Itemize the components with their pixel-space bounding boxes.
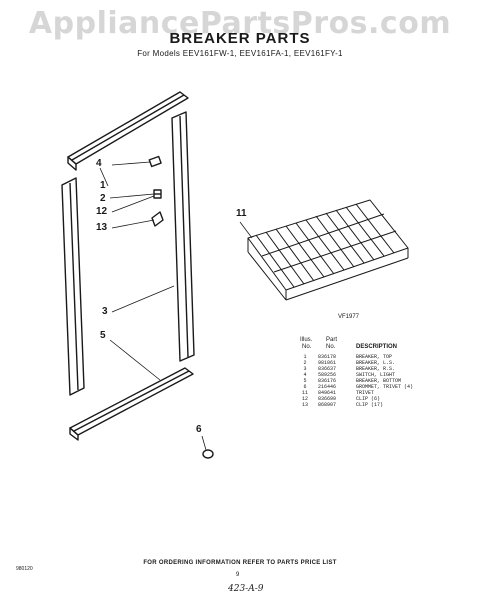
page-title: BREAKER PARTS [169, 30, 311, 47]
handwritten-note: 423-A-9 [228, 584, 264, 594]
callout-13: 13 [96, 222, 108, 233]
callout-12: 12 [96, 206, 108, 217]
leader-lines [99, 161, 253, 451]
document-code: 980120 [16, 566, 33, 572]
header-illus: Illus. [300, 337, 313, 343]
light-switch-part [148, 155, 162, 168]
callout-4: 4 [96, 158, 102, 169]
right-breaker-part [171, 111, 195, 362]
callout-1: 1 [100, 180, 106, 191]
grommet-part [202, 449, 214, 459]
callout-3: 3 [102, 306, 108, 317]
header-part: Part [326, 337, 338, 343]
page-number: 9 [236, 572, 240, 578]
clip-12-part [153, 189, 162, 199]
header-no: No. [302, 344, 312, 350]
bottom-breaker-part [69, 367, 194, 441]
callout-5: 5 [100, 330, 106, 341]
trivet-shelf-part [247, 199, 409, 301]
models-subtitle: For Models EEV161FW-1, EEV161FA-1, EEV16… [137, 49, 343, 58]
callout-6: 6 [196, 424, 202, 435]
header-description: DESCRIPTION [356, 344, 398, 350]
callout-11: 11 [236, 208, 247, 219]
top-breaker-part [67, 91, 189, 171]
left-breaker-part [61, 177, 85, 396]
figure-code: VF1977 [338, 314, 360, 320]
watermark: AppliancePartsPros.com [28, 6, 452, 41]
ordering-footer: FOR ORDERING INFORMATION REFER TO PARTS … [143, 560, 337, 566]
header-no-2: No. [326, 344, 336, 350]
callout-2: 2 [100, 193, 106, 204]
clip-13-part [151, 211, 164, 227]
